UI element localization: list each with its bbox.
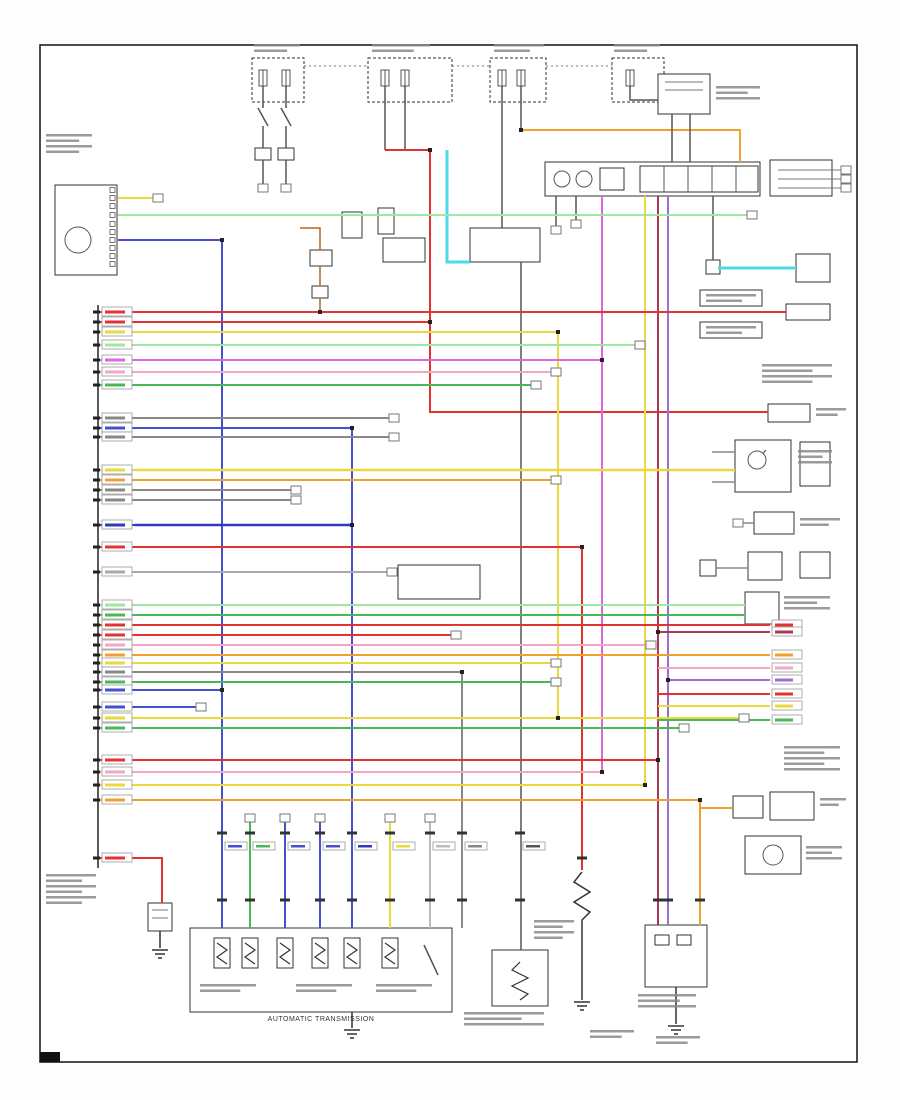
symbols-layer	[64, 69, 852, 1039]
component-boxes-layer	[54, 57, 833, 1013]
pin-rows-layer	[93, 187, 803, 902]
diagram-caption: AUTOMATIC TRANSMISSION	[267, 1016, 375, 1023]
tiny-text-layer	[46, 44, 846, 1044]
